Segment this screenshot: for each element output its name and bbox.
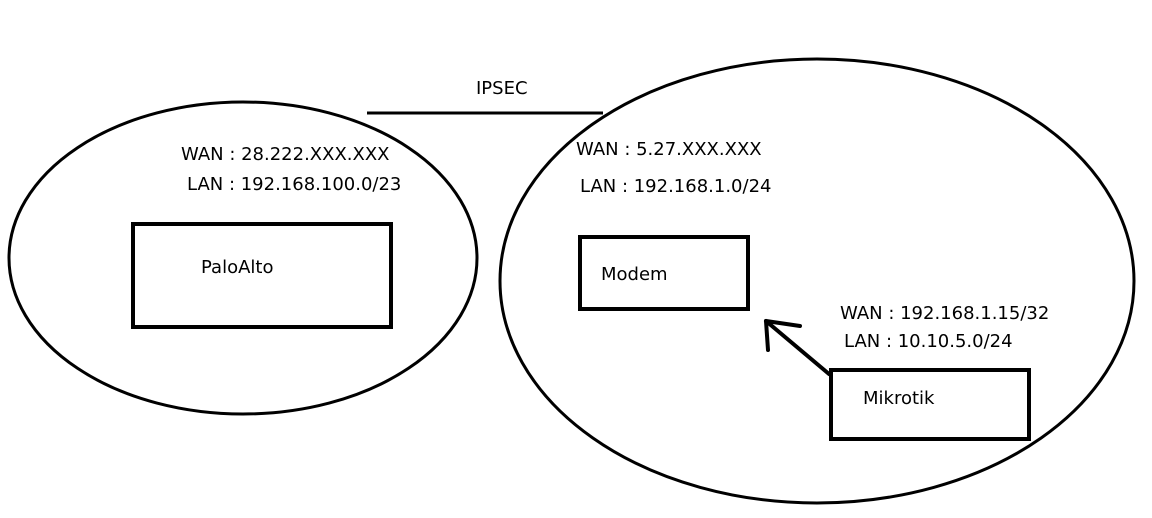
arrow-shaft	[764, 319, 831, 376]
modem-box	[578, 235, 750, 311]
mikrotik-lan-label: LAN : 10.10.5.0/24	[844, 331, 1013, 352]
ipsec-label: IPSEC	[476, 78, 528, 99]
paloalto-site-ellipse	[7, 100, 479, 416]
arrow-head-left	[764, 319, 770, 352]
modem-site-ellipse	[498, 57, 1136, 505]
paloalto-box	[131, 222, 393, 329]
paloalto-device-label: PaloAlto	[201, 257, 274, 278]
mikrotik-to-modem-arrow	[764, 319, 831, 376]
modem-wan-label: WAN : 5.27.XXX.XXX	[576, 139, 762, 160]
paloalto-wan-label: WAN : 28.222.XXX.XXX	[181, 144, 390, 165]
mikrotik-wan-label: WAN : 192.168.1.15/32	[840, 303, 1050, 324]
mikrotik-box	[829, 368, 1031, 441]
modem-lan-label: LAN : 192.168.1.0/24	[580, 176, 772, 197]
arrow-head-right	[764, 319, 802, 328]
mikrotik-device-label: Mikrotik	[863, 388, 935, 409]
paloalto-lan-label: LAN : 192.168.100.0/23	[187, 174, 402, 195]
modem-device-label: Modem	[601, 264, 668, 285]
